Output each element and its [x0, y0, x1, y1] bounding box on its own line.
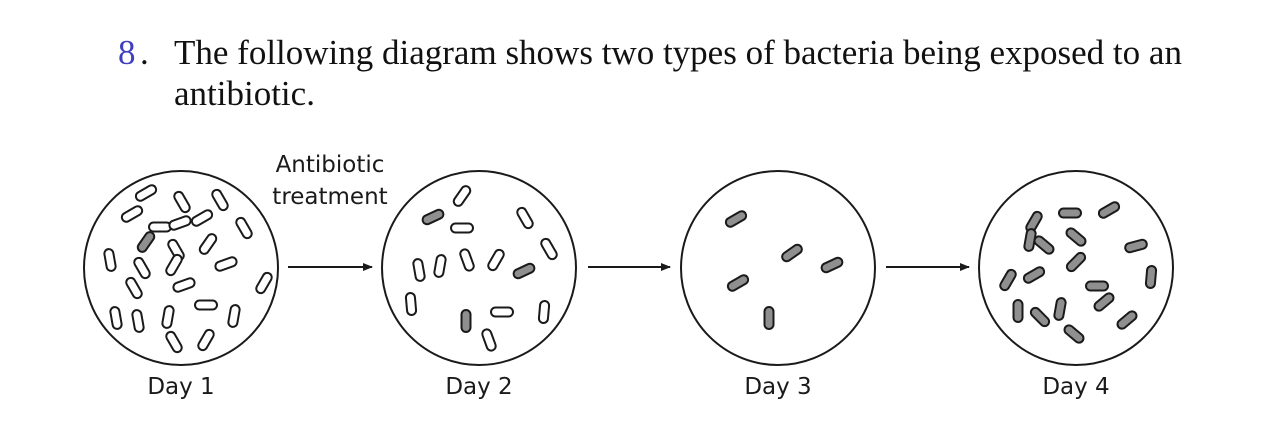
bacterium-susceptible [109, 306, 123, 330]
bacterium-susceptible [131, 309, 145, 333]
bacterium-resistant [1029, 306, 1051, 328]
bacterium-resistant [1124, 238, 1148, 254]
bacterium-susceptible [459, 248, 475, 272]
bacterium-resistant [1063, 324, 1085, 344]
bacterium-susceptible [194, 299, 218, 311]
bacterium-resistant [1065, 251, 1087, 273]
petri-dish-day-3 [680, 170, 876, 366]
bacterium-susceptible [190, 209, 214, 227]
bacterium-susceptible [450, 222, 474, 234]
bacterium-susceptible [125, 276, 143, 300]
day-label-1: Day 1 [147, 374, 214, 400]
bacterium-resistant [1058, 207, 1082, 219]
bacterium-susceptible [211, 188, 229, 212]
bacterium-susceptible [227, 304, 241, 328]
bacterium-susceptible [197, 328, 215, 352]
bacterium-susceptible [412, 258, 426, 282]
bacterium-susceptible [134, 184, 158, 202]
bacterium-resistant [999, 268, 1017, 292]
bacterium-susceptible [235, 216, 253, 240]
bacterium-susceptible [103, 248, 117, 272]
bacterium-susceptible [404, 292, 418, 316]
bacteria-layer [103, 184, 1158, 354]
bacterium-susceptible [490, 306, 514, 318]
bacterium-resistant [724, 210, 748, 228]
bacterium-susceptible [148, 221, 172, 233]
bacterium-resistant [820, 256, 844, 274]
bacterium-susceptible [487, 248, 505, 272]
bacterium-susceptible [214, 256, 238, 272]
bacterium-susceptible [161, 305, 175, 329]
bacterium-susceptible [537, 300, 551, 324]
bacterium-susceptible [481, 328, 497, 352]
question-text: The following diagram shows two types of… [174, 33, 1182, 113]
bacterium-susceptible [133, 256, 151, 280]
bacterium-resistant [1116, 310, 1138, 330]
question-number-dot: . [140, 33, 149, 72]
bacterium-resistant [1144, 265, 1158, 289]
bacterium-susceptible [198, 233, 218, 255]
treatment-label-line-2: treatment [272, 184, 387, 210]
bacterium-susceptible [433, 254, 447, 278]
bacterium-resistant [512, 262, 536, 280]
bacterium-susceptible [173, 190, 191, 214]
bacterium-resistant [1022, 266, 1046, 284]
bacterium-resistant [1012, 299, 1024, 323]
day-label-4: Day 4 [1042, 374, 1109, 400]
bacterium-resistant [136, 231, 156, 253]
bacterium-resistant [421, 208, 445, 226]
bacterium-resistant [460, 309, 472, 333]
bacterium-susceptible [165, 253, 183, 277]
bacterium-resistant [781, 243, 803, 263]
treatment-label-line-1: Antibiotic [276, 152, 385, 178]
question-number: 8 [118, 33, 136, 72]
bacterium-resistant [1065, 227, 1087, 247]
bacterium-susceptible [165, 330, 183, 354]
day-label-3: Day 3 [744, 374, 811, 400]
bacterium-resistant [1097, 201, 1121, 219]
bacterium-resistant [1093, 292, 1115, 312]
bacterium-resistant [763, 306, 775, 330]
bacterium-susceptible [168, 215, 192, 231]
bacterium-resistant [726, 274, 750, 292]
bacterium-resistant [1033, 235, 1055, 255]
bacterium-susceptible [516, 206, 534, 230]
day-label-2: Day 2 [445, 374, 512, 400]
bacterium-resistant [1085, 280, 1109, 292]
bacterium-susceptible [120, 205, 144, 223]
bacterium-susceptible [172, 277, 196, 293]
bacterium-susceptible [540, 237, 558, 261]
bacterium-resistant [1053, 297, 1067, 321]
bacterium-susceptible [255, 271, 273, 295]
petri-dish-day-2 [381, 170, 577, 366]
bacterium-susceptible [452, 185, 472, 207]
